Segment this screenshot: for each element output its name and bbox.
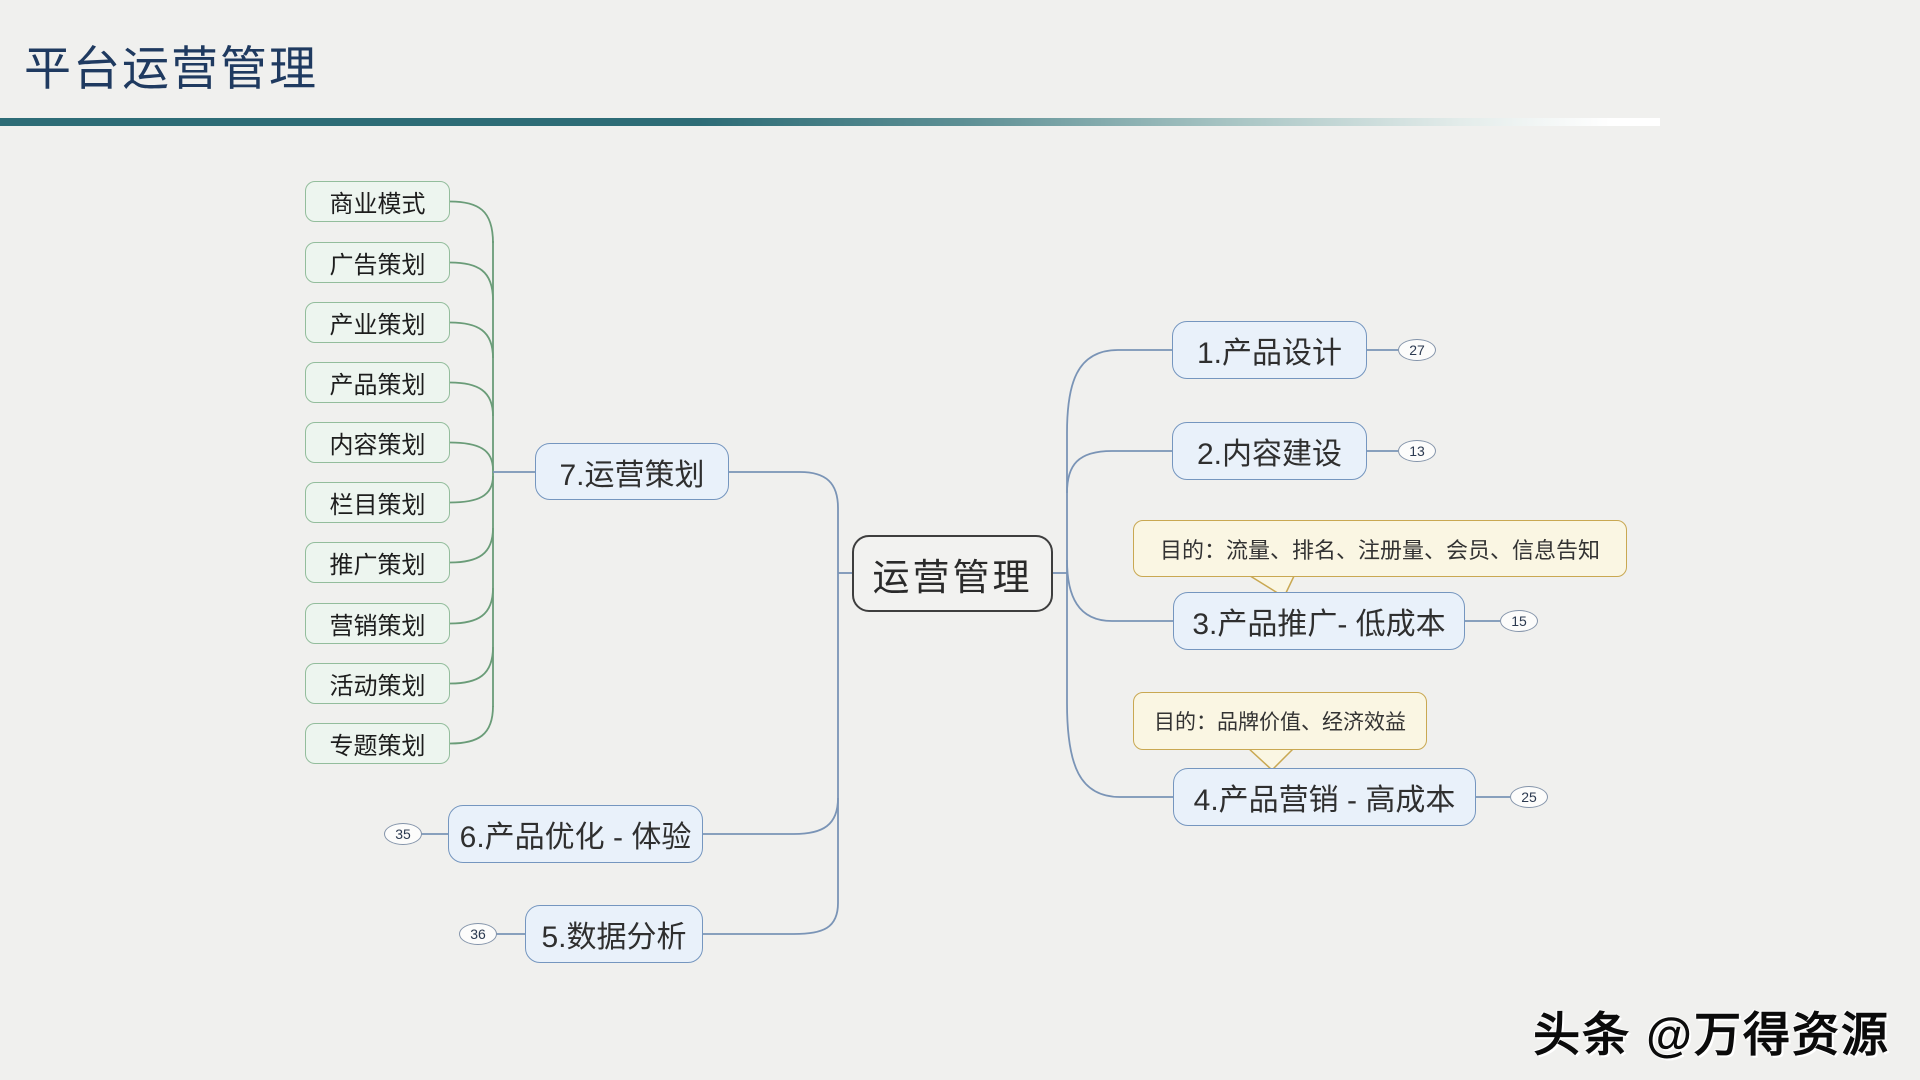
subtopic-label: 内容策划 [329, 432, 426, 459]
callout-text: 目的：品牌价值、经济效益 [1154, 711, 1406, 734]
subtopic-node[interactable]: 广告策划 [305, 242, 450, 283]
watermark-text: 头条 @万得资源 [1533, 1008, 1890, 1061]
subtopic-node[interactable]: 内容策划 [305, 422, 450, 463]
subtopic-node[interactable]: 推广策划 [305, 542, 450, 583]
badge-count: 13 [1409, 443, 1425, 459]
branch-node-5[interactable]: 5.数据分析 [525, 905, 703, 963]
subtopic-label: 营销策划 [329, 613, 426, 640]
branch-node-3[interactable]: 3.产品推广- 低成本 [1173, 592, 1465, 650]
branch-label: 6.产品优化 - 体验 [459, 821, 692, 854]
branch-label: 7.运营策划 [559, 458, 705, 492]
collapse-count-badge[interactable]: 15 [1500, 610, 1538, 632]
branch-label: 5.数据分析 [541, 921, 687, 954]
branch-node-4[interactable]: 4.产品营销 - 高成本 [1173, 768, 1476, 826]
subtopic-label: 推广策划 [329, 552, 426, 579]
branch-node-6[interactable]: 6.产品优化 - 体验 [448, 805, 703, 863]
subtopic-label: 广告策划 [329, 252, 426, 279]
subtopic-node[interactable]: 商业模式 [305, 181, 450, 222]
badge-count: 36 [470, 926, 486, 942]
callout-tail [1245, 746, 1297, 772]
root-label: 运营管理 [872, 556, 1033, 598]
branch-node-7[interactable]: 7.运营策划 [535, 443, 729, 500]
subtopic-label: 产业策划 [329, 312, 426, 339]
badge-count: 27 [1409, 342, 1425, 358]
subtopic-node[interactable]: 专题策划 [305, 723, 450, 764]
title-divider-line [0, 118, 1660, 126]
branch-node-1[interactable]: 1.产品设计 [1172, 321, 1367, 379]
callout-text: 目的：流量、排名、注册量、会员、信息告知 [1159, 537, 1600, 563]
collapse-count-badge[interactable]: 25 [1510, 786, 1548, 808]
badge-count: 25 [1521, 789, 1537, 805]
branch-node-2[interactable]: 2.内容建设 [1172, 422, 1367, 480]
branch-label: 2.内容建设 [1196, 438, 1343, 471]
page-title: 平台运营管理 [24, 42, 318, 95]
subtopic-node[interactable]: 活动策划 [305, 663, 450, 704]
subtopic-node[interactable]: 产品策划 [305, 362, 450, 403]
branch-label: 1.产品设计 [1196, 337, 1343, 370]
badge-count: 35 [395, 826, 411, 842]
subtopic-label: 商业模式 [329, 191, 426, 218]
root-node[interactable]: 运营管理 [852, 535, 1053, 612]
badge-count: 15 [1511, 613, 1527, 629]
subtopic-node[interactable]: 营销策划 [305, 603, 450, 644]
subtopic-label: 栏目策划 [329, 492, 426, 519]
subtopic-label: 专题策划 [329, 733, 426, 760]
collapse-count-badge[interactable]: 36 [459, 923, 497, 945]
callout-note[interactable]: 目的：流量、排名、注册量、会员、信息告知 [1133, 520, 1627, 577]
collapse-count-badge[interactable]: 27 [1398, 339, 1436, 361]
branch-label: 3.产品推广- 低成本 [1192, 608, 1446, 641]
subtopic-label: 活动策划 [329, 673, 426, 700]
collapse-count-badge[interactable]: 13 [1398, 440, 1436, 462]
collapse-count-badge[interactable]: 35 [384, 823, 422, 845]
branch-label: 4.产品营销 - 高成本 [1193, 784, 1456, 817]
subtopic-node[interactable]: 栏目策划 [305, 482, 450, 523]
subtopic-label: 产品策划 [329, 372, 426, 399]
callout-note[interactable]: 目的：品牌价值、经济效益 [1133, 692, 1427, 750]
subtopic-node[interactable]: 产业策划 [305, 302, 450, 343]
